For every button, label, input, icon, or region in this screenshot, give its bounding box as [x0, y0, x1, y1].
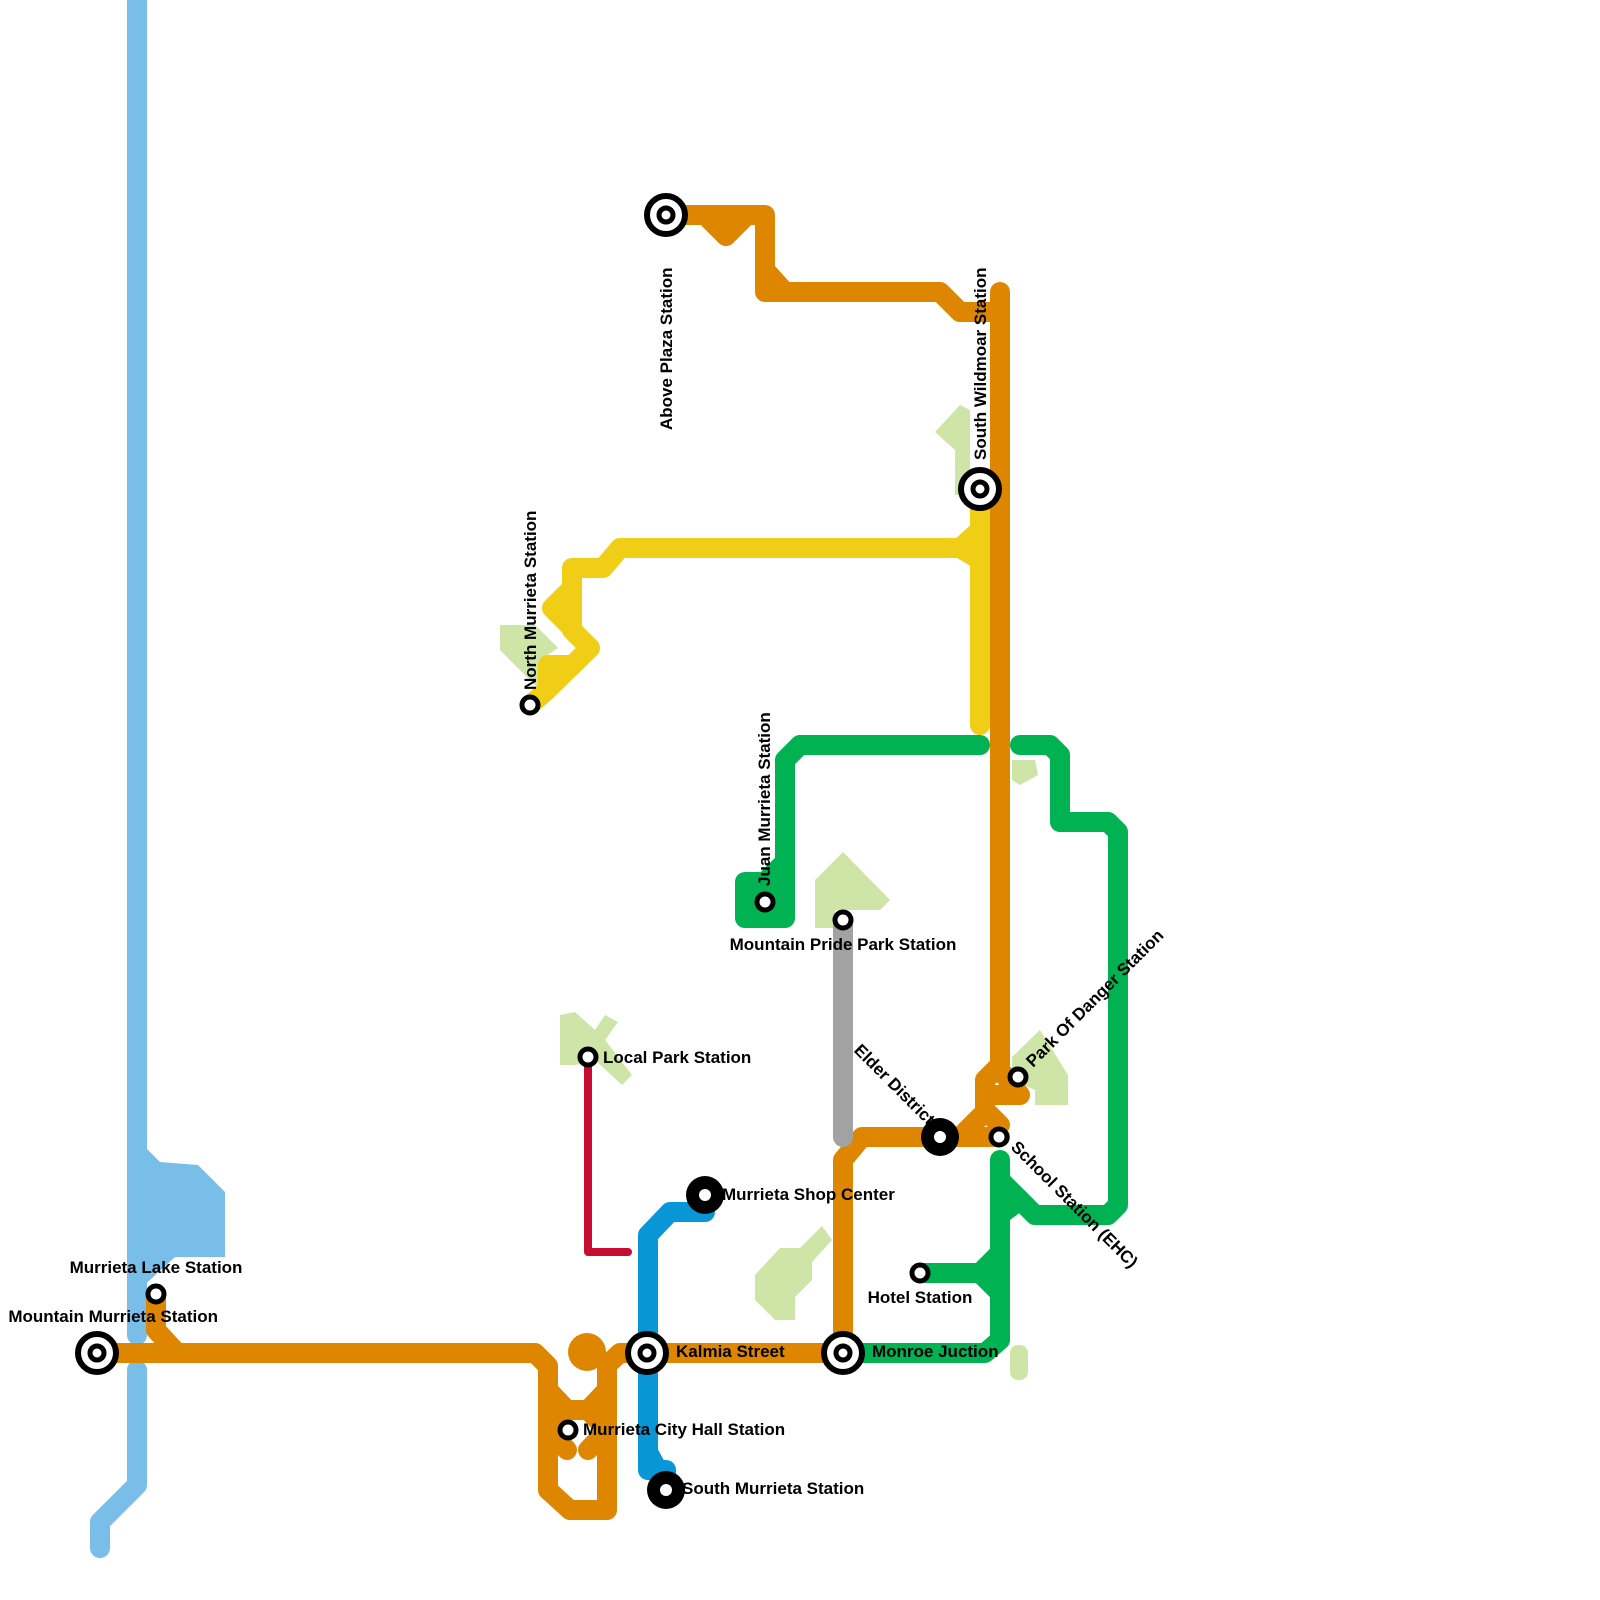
- park: [1010, 1345, 1028, 1380]
- label-murrieta-lake: Murrieta Lake Station: [70, 1258, 243, 1277]
- minor-stations: [145, 694, 1029, 1441]
- station-murrieta-shop-center[interactable]: [686, 1176, 724, 1214]
- label-park-of-danger: Park Of Danger Station: [1022, 926, 1167, 1071]
- label-north-murrieta: North Murrieta Station: [521, 511, 540, 690]
- orange-line: [87, 205, 1030, 1520]
- label-kalmia-street: Kalmia Street: [676, 1342, 785, 1361]
- parks: [500, 405, 1068, 1380]
- station-murrieta-city-hall[interactable]: [557, 1419, 579, 1441]
- label-mountain-murrieta: Mountain Murrieta Station: [8, 1307, 218, 1326]
- label-monroe-juction: Monroe Juction: [872, 1342, 999, 1361]
- label-local-park: Local Park Station: [603, 1048, 751, 1067]
- park: [1012, 1030, 1068, 1105]
- park: [815, 852, 890, 928]
- label-above-plaza: Above Plaza Station: [657, 268, 676, 430]
- station-south-wildmoar[interactable]: [958, 467, 1002, 511]
- label-south-murrieta: South Murrieta Station: [682, 1479, 864, 1498]
- interchange-stations: [75, 193, 1002, 1375]
- label-murrieta-city-hall: Murrieta City Hall Station: [583, 1420, 785, 1439]
- station-mountain-murrieta[interactable]: [75, 1331, 119, 1375]
- station-murrieta-lake[interactable]: [145, 1283, 167, 1305]
- park: [500, 625, 558, 690]
- red-line: [584, 1053, 632, 1256]
- station-local-park[interactable]: [577, 1046, 599, 1068]
- major-stations: [647, 1118, 959, 1509]
- station-kalmia-street[interactable]: [625, 1331, 669, 1375]
- label-mountain-pride-park: Mountain Pride Park Station: [730, 935, 957, 954]
- station-park-of-danger[interactable]: [1007, 1066, 1029, 1088]
- park: [1012, 760, 1038, 785]
- yellow-line: [520, 480, 990, 735]
- label-juan-murrieta: Juan Murrieta Station: [755, 712, 774, 886]
- label-south-wildmoar: South Wildmoar Station: [971, 267, 990, 460]
- label-murrieta-shop-center: Murrieta Shop Center: [722, 1185, 895, 1204]
- station-mountain-pride-park[interactable]: [832, 909, 854, 931]
- label-elder-district: Elder District: [850, 1041, 938, 1129]
- park: [935, 405, 970, 495]
- station-school[interactable]: [988, 1126, 1010, 1148]
- station-south-murrieta[interactable]: [647, 1471, 685, 1509]
- park: [560, 1012, 632, 1085]
- lightblue-line: [90, 0, 225, 1558]
- station-north-murrieta[interactable]: [519, 694, 541, 716]
- station-monroe-juction[interactable]: [821, 1331, 865, 1375]
- station-above-plaza[interactable]: [644, 193, 688, 237]
- station-elder-district[interactable]: [921, 1118, 959, 1156]
- label-hotel-station: Hotel Station: [868, 1288, 973, 1307]
- park: [755, 1226, 832, 1320]
- station-hotel[interactable]: [909, 1262, 931, 1284]
- station-juan-murrieta[interactable]: [754, 891, 776, 913]
